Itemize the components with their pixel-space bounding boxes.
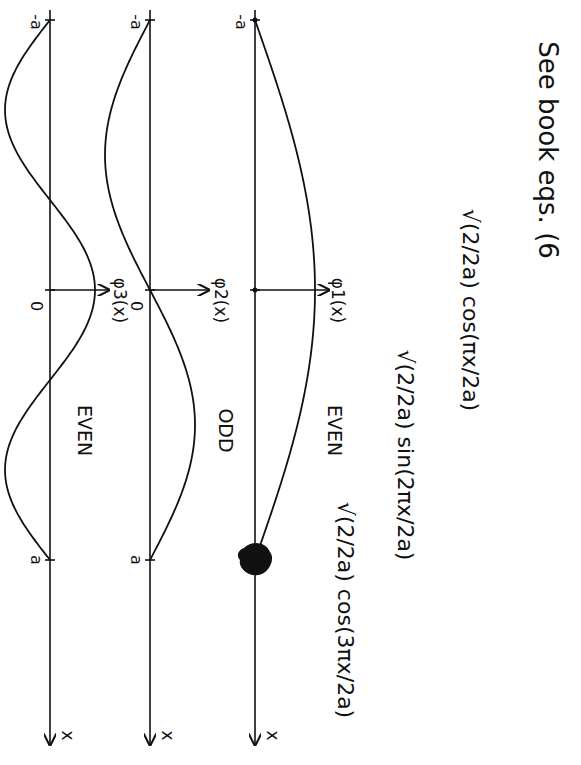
- axis-label: -a: [233, 14, 249, 30]
- end-dot: [253, 18, 258, 23]
- parity-label: EVEN: [325, 404, 344, 455]
- axis-label: φ2(x): [212, 277, 229, 322]
- x-axis: [149, 10, 151, 745]
- axis-label: x: [59, 730, 76, 740]
- axis-label: a: [28, 555, 44, 565]
- phi-axis: [255, 289, 329, 291]
- phi-axis: [50, 289, 109, 291]
- axis-label: φ3(x): [111, 277, 128, 322]
- parity-label: ODD: [216, 408, 235, 452]
- formula-text: √(2/2a) cos(3πx/2a): [334, 502, 356, 718]
- parity-label: EVEN: [75, 404, 94, 455]
- wavefunction-curve: [105, 20, 195, 560]
- axis-label: a: [128, 555, 144, 565]
- ink-blot: [238, 543, 272, 575]
- origin-dot: [253, 288, 258, 293]
- formula-text: √(2/2a) sin(2πx/2a): [394, 350, 416, 561]
- axis-label: -a: [28, 14, 44, 30]
- axis-label: 0: [128, 301, 144, 311]
- axis-label: -a: [128, 14, 144, 30]
- formula-text: √(2/2a) cos(πx/2a): [459, 209, 481, 411]
- axis-label: x: [159, 730, 176, 740]
- phi-axis: [150, 289, 209, 291]
- x-axis: [254, 10, 256, 745]
- axis-label: x: [264, 730, 281, 740]
- wavefunction-curve: [5, 20, 95, 560]
- axis-label: 0: [28, 301, 44, 311]
- x-axis: [49, 10, 51, 745]
- axis-label: φ1(x): [329, 277, 346, 322]
- axis-tick: [45, 289, 55, 291]
- note-text: See book eqs. (6: [535, 41, 561, 259]
- wavefunction-curve: [255, 20, 315, 560]
